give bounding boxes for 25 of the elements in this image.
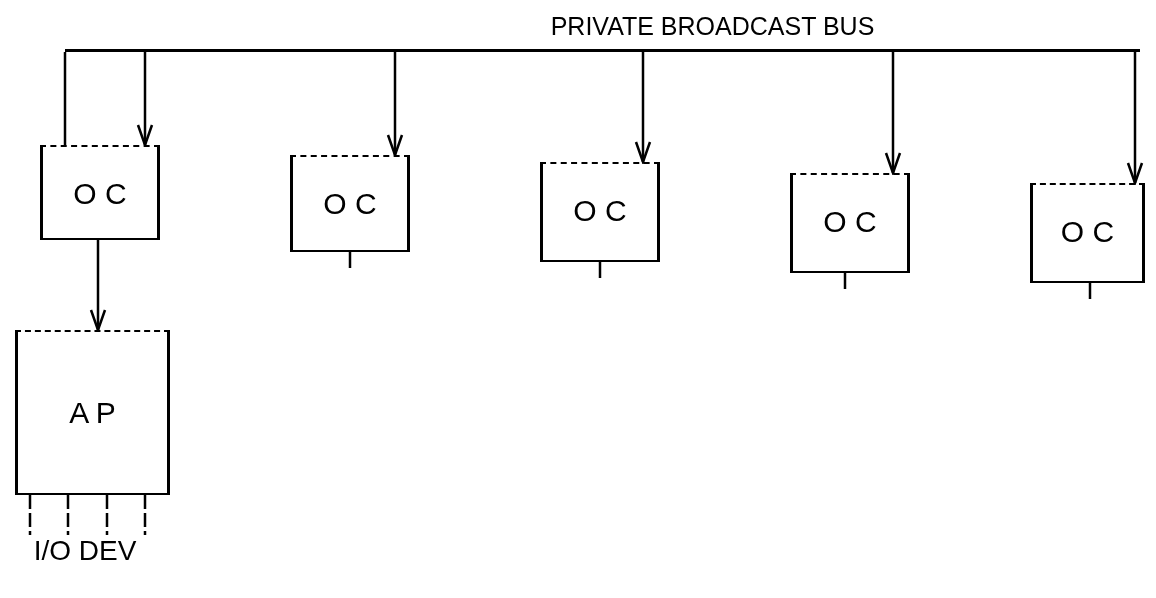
box-label: I/O DEV: [33, 535, 137, 567]
box-label: A P: [69, 395, 116, 430]
connector-line: [66, 495, 70, 535]
connector-line: [105, 495, 109, 535]
connector-line: [28, 495, 32, 535]
box-label: O C: [1060, 215, 1115, 249]
process-box: [540, 162, 660, 262]
box-label: O C: [323, 187, 377, 221]
connector-line: [63, 52, 67, 145]
process-box: [40, 145, 160, 240]
arrow: [89, 240, 107, 332]
bus-label: PRIVATE BROADCAST BUS: [549, 12, 875, 41]
process-box: [290, 155, 410, 252]
arrow: [634, 52, 652, 164]
box-label: O C: [573, 194, 627, 228]
arrow: [884, 52, 902, 175]
process-box: [1030, 183, 1145, 283]
arrow: [386, 52, 404, 157]
process-box: [790, 173, 910, 273]
process-box: [15, 330, 170, 495]
box-label: O C: [73, 177, 127, 211]
connector-line: [143, 495, 147, 535]
arrow: [1126, 52, 1144, 185]
box-label: O C: [823, 205, 877, 239]
arrow: [136, 52, 154, 147]
